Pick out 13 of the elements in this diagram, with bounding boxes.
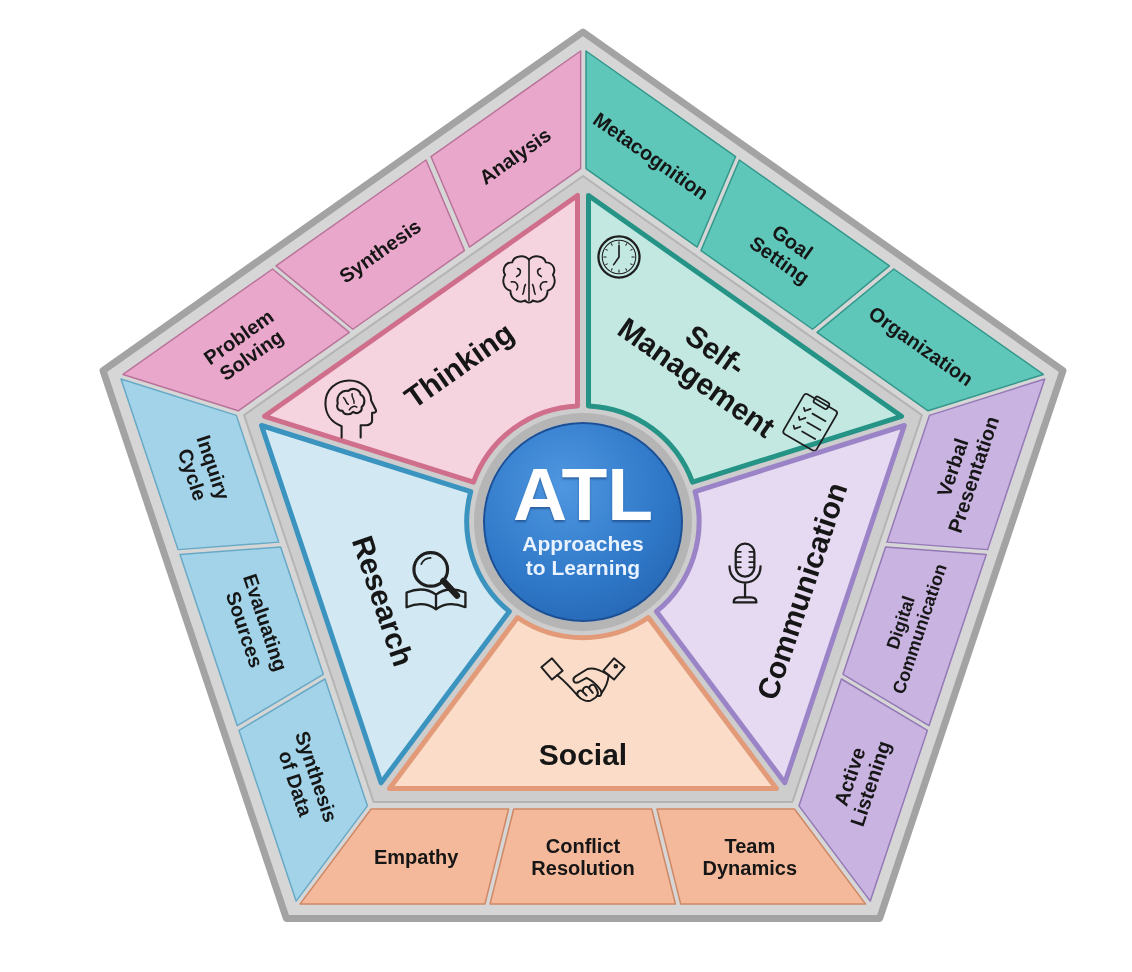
hub-title: ATL — [511, 457, 655, 532]
skill-segment — [178, 546, 324, 727]
skill-segment — [237, 678, 368, 903]
skill-segment — [429, 50, 582, 249]
segment-label: Inquiry Cycle — [173, 431, 236, 506]
skill-segment — [816, 267, 1045, 412]
segment-label: Conflict Resolution — [530, 834, 636, 879]
skill-segment — [489, 808, 677, 906]
category-label: Social — [537, 737, 629, 771]
segment-label: Team Dynamics — [701, 834, 799, 879]
hub-subtitle: Approaches to Learning — [521, 532, 645, 579]
skill-segment — [584, 50, 737, 249]
segment-label: Empathy — [372, 845, 460, 868]
